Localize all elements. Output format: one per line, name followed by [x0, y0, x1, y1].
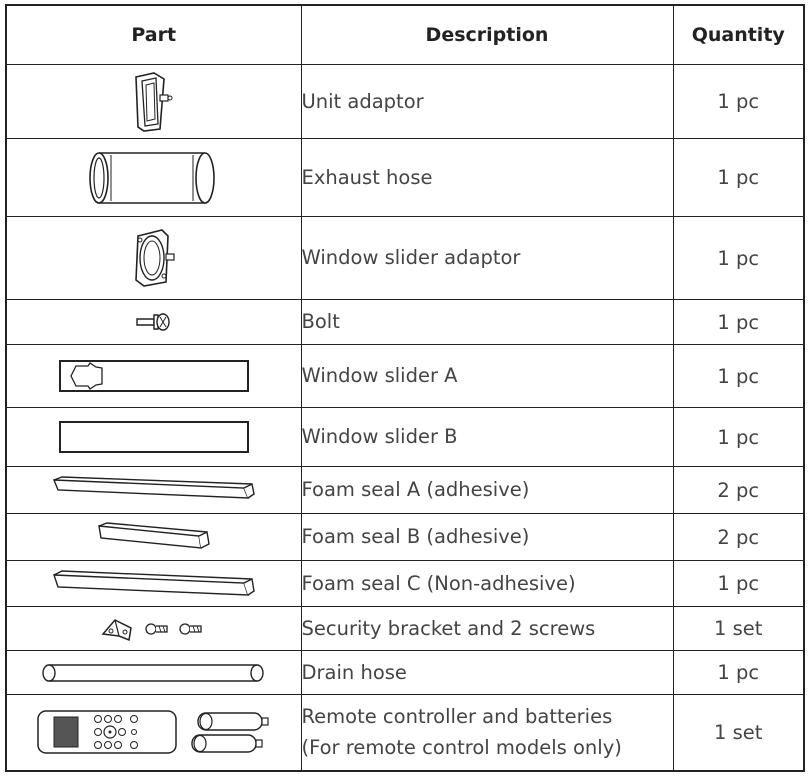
- drain-hose-icon: [42, 663, 264, 682]
- description-text: Bolt: [301, 310, 340, 334]
- description-cell: Window slider A: [300, 344, 674, 408]
- part-cell: [5, 64, 302, 139]
- exhaust-hose-icon: [88, 151, 215, 204]
- description-text: Window slider adaptor: [301, 246, 521, 270]
- part-cell: [5, 694, 302, 771]
- table-row: Window slider B 1 pc: [5, 407, 805, 467]
- table-row: Remote controller and batteries (For rem…: [5, 694, 805, 771]
- table-row: Security bracket and 2 screws 1 set: [5, 606, 805, 651]
- part-cell: [5, 466, 302, 514]
- part-cell: [5, 606, 302, 651]
- quantity-cell: 1 set: [672, 606, 805, 651]
- quantity-cell: 2 pc: [672, 466, 805, 514]
- foam-seal-b-icon: [97, 522, 210, 549]
- description-text: Unit adaptor: [301, 89, 424, 113]
- quantity-cell: 1 pc: [672, 299, 805, 345]
- quantity-cell: 2 pc: [672, 513, 805, 561]
- table-row: Bolt 1 pc: [5, 299, 805, 345]
- table-row: Drain hose 1 pc: [5, 650, 805, 695]
- quantity-cell: 1 pc: [672, 560, 805, 607]
- description-cell: Exhaust hose: [300, 138, 674, 217]
- description-text: Window slider A: [301, 364, 458, 388]
- table-row: Foam seal A (adhesive) 2 pc: [5, 466, 805, 514]
- table-row: Window slider A 1 pc: [5, 344, 805, 408]
- quantity-text: 1 pc: [717, 572, 760, 595]
- window-slider-adaptor-icon: [134, 229, 175, 287]
- header-part: Part: [5, 4, 302, 65]
- table-row: Window slider adaptor 1 pc: [5, 216, 805, 300]
- security-bracket-and-screws-icon: [101, 618, 202, 641]
- part-cell: [5, 299, 302, 345]
- description-cell: Unit adaptor: [300, 64, 674, 139]
- quantity-text: 1 set: [714, 617, 763, 640]
- description-cell: Window slider adaptor: [300, 216, 674, 300]
- description-text: Security bracket and 2 screws: [301, 616, 596, 640]
- bolt-icon: [136, 313, 170, 331]
- description-text: Window slider B: [301, 425, 458, 449]
- part-cell: [5, 138, 302, 217]
- description-text: Foam seal C (Non-adhesive): [301, 571, 576, 595]
- window-slider-a-icon: [58, 360, 249, 392]
- header-quantity: Quantity: [672, 4, 805, 65]
- quantity-text: 1 pc: [717, 661, 760, 684]
- quantity-cell: 1 pc: [672, 64, 805, 139]
- description-cell: Foam seal B (adhesive): [300, 513, 674, 561]
- description-text: Foam seal A (adhesive): [301, 478, 530, 502]
- description-cell: Foam seal A (adhesive): [300, 466, 674, 514]
- quantity-text: 1 pc: [717, 364, 760, 388]
- window-slider-b-icon: [58, 421, 249, 453]
- description-text: Exhaust hose: [301, 165, 433, 189]
- quantity-text: 2 pc: [717, 478, 760, 502]
- description-text: Foam seal B (adhesive): [301, 525, 530, 549]
- table-row: Foam seal B (adhesive) 2 pc: [5, 513, 805, 561]
- description-cell: Remote controller and batteries (For rem…: [300, 694, 674, 771]
- remote-controller-and-batteries-icon: [37, 710, 269, 754]
- quantity-cell: 1 set: [672, 694, 805, 771]
- table-row: Exhaust hose 1 pc: [5, 138, 805, 217]
- quantity-cell: 1 pc: [672, 138, 805, 217]
- part-cell: [5, 650, 302, 695]
- quantity-cell: 1 pc: [672, 407, 805, 467]
- quantity-cell: 1 pc: [672, 650, 805, 695]
- quantity-text: 1 pc: [717, 90, 760, 113]
- part-cell: [5, 344, 302, 408]
- parts-table: Part Description Quantity Unit adaptor 1…: [5, 4, 805, 772]
- part-cell: [5, 216, 302, 300]
- part-cell: [5, 407, 302, 467]
- header-row: Part Description Quantity: [5, 4, 805, 65]
- description-note: (For remote control models only): [301, 736, 622, 760]
- description-cell: Drain hose: [300, 650, 674, 695]
- quantity-text: 1 pc: [717, 246, 760, 270]
- part-cell: [5, 560, 302, 607]
- quantity-text: 1 pc: [717, 425, 760, 449]
- description-cell: Foam seal C (Non-adhesive): [300, 560, 674, 607]
- foam-seal-a-icon: [52, 476, 255, 499]
- quantity-text: 2 pc: [717, 525, 760, 549]
- quantity-text: 1 pc: [717, 166, 760, 189]
- foam-seal-c-icon: [52, 569, 255, 596]
- description-text: Drain hose: [301, 660, 407, 684]
- description-cell: Security bracket and 2 screws: [300, 606, 674, 651]
- quantity-text: 1 pc: [717, 310, 760, 334]
- description-text: Remote controller and batteries: [301, 705, 613, 729]
- description-cell: Bolt: [300, 299, 674, 345]
- table-row: Unit adaptor 1 pc: [5, 64, 805, 139]
- quantity-text: 1 set: [714, 720, 763, 744]
- description-cell: Window slider B: [300, 407, 674, 467]
- quantity-cell: 1 pc: [672, 344, 805, 408]
- header-description: Description: [300, 4, 674, 65]
- quantity-cell: 1 pc: [672, 216, 805, 300]
- part-cell: [5, 513, 302, 561]
- unit-adaptor-icon: [134, 71, 173, 132]
- table-row: Foam seal C (Non-adhesive) 1 pc: [5, 560, 805, 607]
